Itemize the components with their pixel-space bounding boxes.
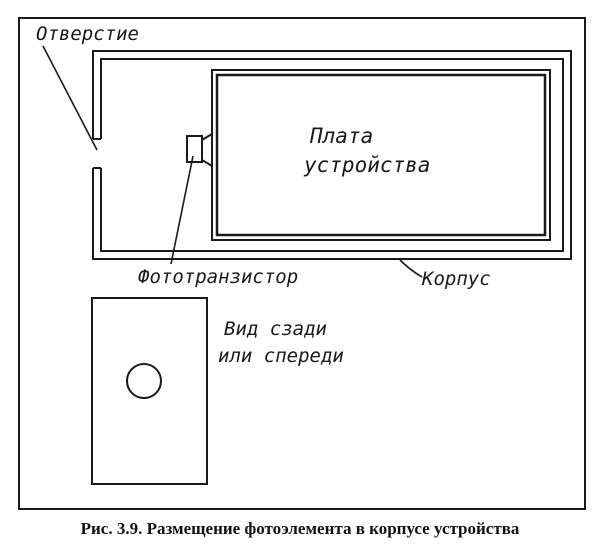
case-enclosure: [92, 50, 572, 260]
board-label-line2: устройства: [303, 153, 430, 177]
opening-leader: [42, 45, 98, 151]
view-label-line1: Вид сзади: [224, 318, 327, 340]
case-leader: [399, 259, 423, 278]
figure-caption: Рис. 3.9. Размещение фотоэлемента в корп…: [80, 519, 520, 538]
board-label-line1: Плата: [309, 124, 373, 148]
leader-lines: [42, 45, 423, 278]
phototransistor-label: Фототранзистор: [138, 266, 298, 288]
view-opening-circle: [126, 363, 162, 399]
rear-front-view: [91, 297, 208, 485]
phototransistor-component: [186, 132, 213, 168]
opening-label: Отверстие: [36, 23, 139, 45]
outer-frame: [18, 17, 586, 510]
case-label: Корпус: [421, 268, 491, 290]
view-label-line2: или спереди: [218, 345, 344, 367]
phototransistor-leader: [170, 155, 194, 265]
